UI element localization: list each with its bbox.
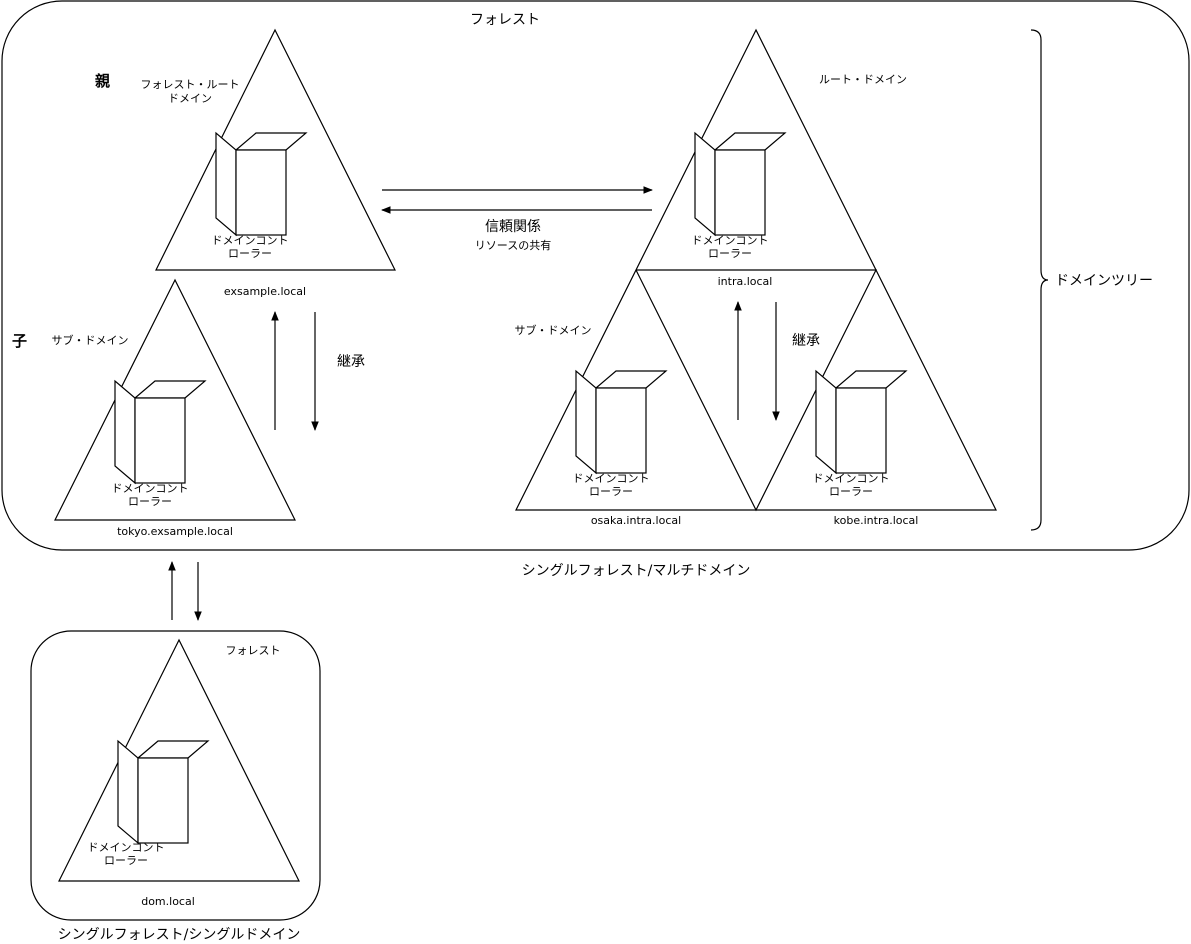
controller-label-2: ローラー [589, 485, 633, 498]
controller-label-1: ドメインコント [112, 482, 189, 495]
inheritance-label: 継承 [792, 333, 820, 349]
domain-tree-bracket [1030, 29, 1049, 531]
domain-controller-icon [215, 132, 307, 236]
controller-label-2: ローラー [228, 247, 272, 260]
forest-container-single [30, 630, 321, 921]
domain-controller-icon [815, 370, 907, 474]
controller-label-1: ドメインコント [692, 234, 769, 247]
right-sub-domain-label: サブ・ドメイン [515, 323, 592, 337]
inheritance-label: 継承 [337, 354, 365, 370]
controller-label-2: ローラー [128, 495, 172, 508]
sub-domain-label: サブ・ドメイン [52, 333, 129, 347]
controller-label-1: ドメインコント [813, 472, 890, 485]
right-root-domain-name: intra.local [718, 275, 773, 288]
domain-controller-icon [575, 370, 667, 474]
multi-domain-caption: シングルフォレスト/マルチドメイン [522, 563, 751, 579]
controller-label-1: ドメインコント [88, 841, 165, 854]
controller-label-2: ローラー [829, 485, 873, 498]
forest-root-label-1: フォレスト・ルート [141, 78, 240, 91]
forest-title: フォレスト [470, 12, 540, 28]
right-root-label: ルート・ドメイン [819, 73, 907, 86]
domain-controller-icon [694, 132, 786, 236]
controller-label-2: ローラー [104, 854, 148, 867]
single-domain-name: dom.local [141, 895, 195, 908]
domain-controller-icon [114, 380, 206, 484]
forest-root-label-2: ドメイン [168, 92, 212, 105]
kobe-domain-name: kobe.intra.local [834, 514, 919, 527]
trust-sublabel: リソースの共有 [475, 238, 551, 252]
controller-label-2: ローラー [708, 247, 752, 260]
root-domain-name: exsample.local [224, 285, 306, 298]
child-label: 子 [12, 332, 27, 350]
controller-label-1: ドメインコント [573, 472, 650, 485]
trust-label: 信頼関係 [485, 219, 541, 235]
osaka-domain-name: osaka.intra.local [591, 514, 681, 527]
sub-domain-name: tokyo.exsample.local [117, 525, 233, 538]
forest-container-multi [1, 0, 1190, 551]
parent-label: 親 [95, 72, 110, 90]
controller-label-1: ドメインコント [212, 234, 289, 247]
single-domain-caption: シングルフォレスト/シングルドメイン [58, 927, 301, 943]
domain-tree-label: ドメインツリー [1055, 273, 1153, 289]
domain-controller-icon [117, 740, 209, 844]
single-forest-title: フォレスト [226, 644, 281, 657]
